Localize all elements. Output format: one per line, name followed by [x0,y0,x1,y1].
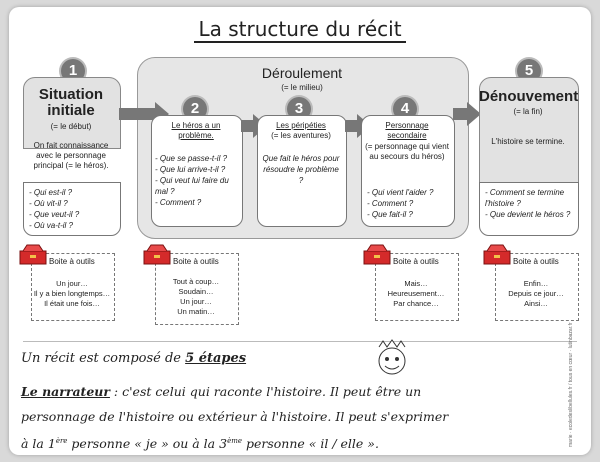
cartoon-character-illustration [367,339,417,384]
question: - Où va-t-il ? [29,221,74,230]
toolbox-item: Enfin… [523,279,549,288]
step-3-description: Que fait le héros pour résoudre le probl… [262,154,340,185]
step-1-questions-box [23,182,121,236]
narrator-line: à la 1 [21,436,56,452]
step-1-questions: - Qui est-il ? - Où vit-il ? - Que veut-… [29,187,79,231]
step-3-card [257,115,347,227]
question: - Comment ? [155,198,202,207]
superscript: ème [227,437,242,445]
toolbox-item: Soudain… [178,287,214,296]
narrator-line: personne « je » ou à la 3 [67,436,228,452]
step-1-description: On fait connaissance avec le personnage … [33,141,109,170]
question: - Que devient le héros ? [485,210,571,219]
step-5-description: L'histoire se termine. [491,137,565,146]
summary-highlight: 5 étapes [185,351,247,366]
question: - Comment se termine l'histoire ? [485,188,565,208]
toolbox-item: Depuis ce jour… [508,289,564,298]
toolbox-1-items: Un jour… Il y a bien longtemps… Il était… [31,279,113,309]
worksheet: La structure du récit Déroulement (= le … [9,7,591,455]
step-2-heading: Le héros a un problème. [171,121,221,140]
middle-heading: Déroulement [261,65,343,81]
question: - Que se passe-t-il ? [155,154,228,163]
toolbox-icon [19,243,47,270]
toolbox-item: Il y a bien longtemps… [33,289,111,298]
divider [23,341,577,342]
question: - Que lui arrive-t-il ? [155,165,226,174]
step-1-heading-2: initiale [47,102,95,119]
step-4-subtitle: (= personnage qui vient au secours du hé… [365,142,449,161]
step-1-subtitle: (= le début) [50,122,92,131]
toolbox-3-title: Boite à outils [393,257,439,266]
toolbox-2-items: Tout à coup… Soudain… Un jour… Un matin… [155,277,237,317]
arrow-shaft [119,108,155,120]
toolbox-item: Ainsi… [524,299,548,308]
question: - Que veut-il ? [29,210,80,219]
narrator-line: personnage de l'histoire ou extérieur à … [21,409,449,424]
arrow-shaft [241,120,253,132]
toolbox-item: Il était une fois… [44,299,100,308]
question: - Où vit-il ? [29,199,68,208]
toolbox-4-title: Boite à outils [513,257,559,266]
middle-subtitle: (= le milieu) [281,83,323,92]
step-1-heading-1: Situation [38,86,104,103]
toolbox-item: Par chance… [393,299,439,308]
step-4-card [361,115,455,227]
superscript: ère [55,437,68,445]
credit: marie · ecoledeslibellules.fr / tous en … [568,322,574,448]
arrow-shaft [453,108,467,120]
toolbox-2 [155,253,239,325]
toolbox-item: Heureusement… [387,289,445,298]
narrator-term: Le narrateur [21,384,110,399]
question: - Qui est-il ? [29,188,73,197]
toolbox-icon [363,243,391,270]
arrow-right-icon [467,102,481,126]
toolbox-3-items: Mais… Heureusement… Par chance… [375,279,457,309]
question: - Qui veut lui faire du mal ? [155,176,229,196]
question: - Comment ? [367,199,414,208]
toolbox-icon [143,243,171,270]
question: - Qui vient l'aider ? [367,188,434,197]
arrow-shaft [345,120,357,132]
step-5-questions: - Comment se termine l'histoire ? - Que … [485,187,575,220]
step-2-questions: - Que se passe-t-il ? - Que lui arrive-t… [155,153,239,208]
step-3-heading: Les péripéties [276,121,326,130]
step-5-subtitle: (= la fin) [513,107,543,116]
toolbox-item: Un matin… [177,307,215,316]
toolbox-item: Tout à coup… [172,277,220,286]
toolbox-item: Un jour… [180,297,212,306]
narrator-line: : c'est celui qui raconte l'histoire. Il… [109,384,422,399]
step-5-heading: Dénouvement [479,88,579,105]
toolbox-icon [483,243,511,270]
question: - Que fait-il ? [367,210,413,219]
step-2-card [151,115,243,227]
toolbox-4 [495,253,579,321]
narrator-line: personne « il / elle ». [242,436,379,452]
toolbox-4-items: Enfin… Depuis ce jour… Ainsi… [495,279,577,309]
summary-text: Un récit est composé de [21,351,186,366]
narrator-paragraph: Le narrateur : c'est celui qui raconte l… [21,379,541,456]
step-4-heading: Personnage secondaire [385,121,429,140]
toolbox-item: Mais… [404,279,428,288]
step-4-questions: - Qui vient l'aider ? - Comment ? - Que … [367,187,451,220]
toolbox-2-title: Boite à outils [173,257,219,266]
step-5-questions-box [479,182,579,236]
toolbox-item: Un jour… [56,279,88,288]
step-3-subtitle: (= les aventures) [271,131,331,140]
page-title: La structure du récit [9,17,591,43]
summary-line: Un récit est composé de 5 étapes [21,351,246,366]
step-5-header [479,77,579,184]
toolbox-1-title: Boite à outils [49,257,95,266]
